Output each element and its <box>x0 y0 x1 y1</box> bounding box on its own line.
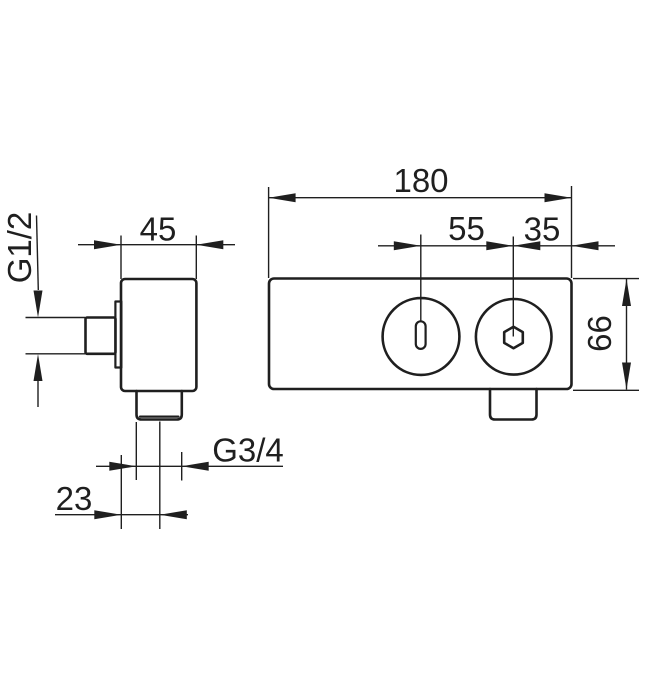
dim-55-arrow-right <box>486 241 514 251</box>
dim-45-label: 45 <box>140 211 177 248</box>
dim-66-arrow-up <box>622 279 631 306</box>
dim-23-arrow-right <box>159 510 187 520</box>
side-body-outline <box>119 277 198 393</box>
dim-66-label: 66 <box>581 315 618 352</box>
dim-180-arrow-right <box>544 193 572 203</box>
dim-35-arrow-right <box>571 241 599 251</box>
dim-g12-arrow-up <box>33 354 43 381</box>
dim-55-arrow-left <box>393 241 421 251</box>
dim-g12-leader <box>35 215 39 291</box>
dim-35-arrow-left <box>513 241 541 251</box>
dim-g34-label: G3/4 <box>212 432 284 469</box>
dim-180-arrow-left <box>268 193 296 203</box>
dim-35-label: 35 <box>524 211 561 248</box>
dim-45-arrow-right <box>196 240 224 250</box>
dim-45-arrow-left <box>94 240 121 250</box>
dim-23-arrow-left <box>94 510 122 520</box>
side-view: 45 G1/2 G3/4 23 <box>1 211 284 529</box>
side-inlet-nipple <box>84 316 117 356</box>
dim-g12-label: G1/2 <box>1 212 38 284</box>
dim-66-arrow-down <box>622 362 631 390</box>
dim-23-label: 23 <box>56 480 93 517</box>
handle-hex-socket-right <box>502 325 525 350</box>
dim-55-label: 55 <box>448 210 485 247</box>
side-bottom-outlet <box>135 389 184 421</box>
front-bottom-outlet <box>488 387 538 421</box>
dim-g12-arrow-down <box>33 290 43 318</box>
dim-g34-arrow-right <box>181 461 209 471</box>
dim-180-label: 180 <box>393 162 448 199</box>
dim-g34-arrow-left <box>109 461 137 471</box>
front-view: 180 55 35 66 <box>267 162 639 421</box>
handle-slot-left <box>414 320 427 350</box>
